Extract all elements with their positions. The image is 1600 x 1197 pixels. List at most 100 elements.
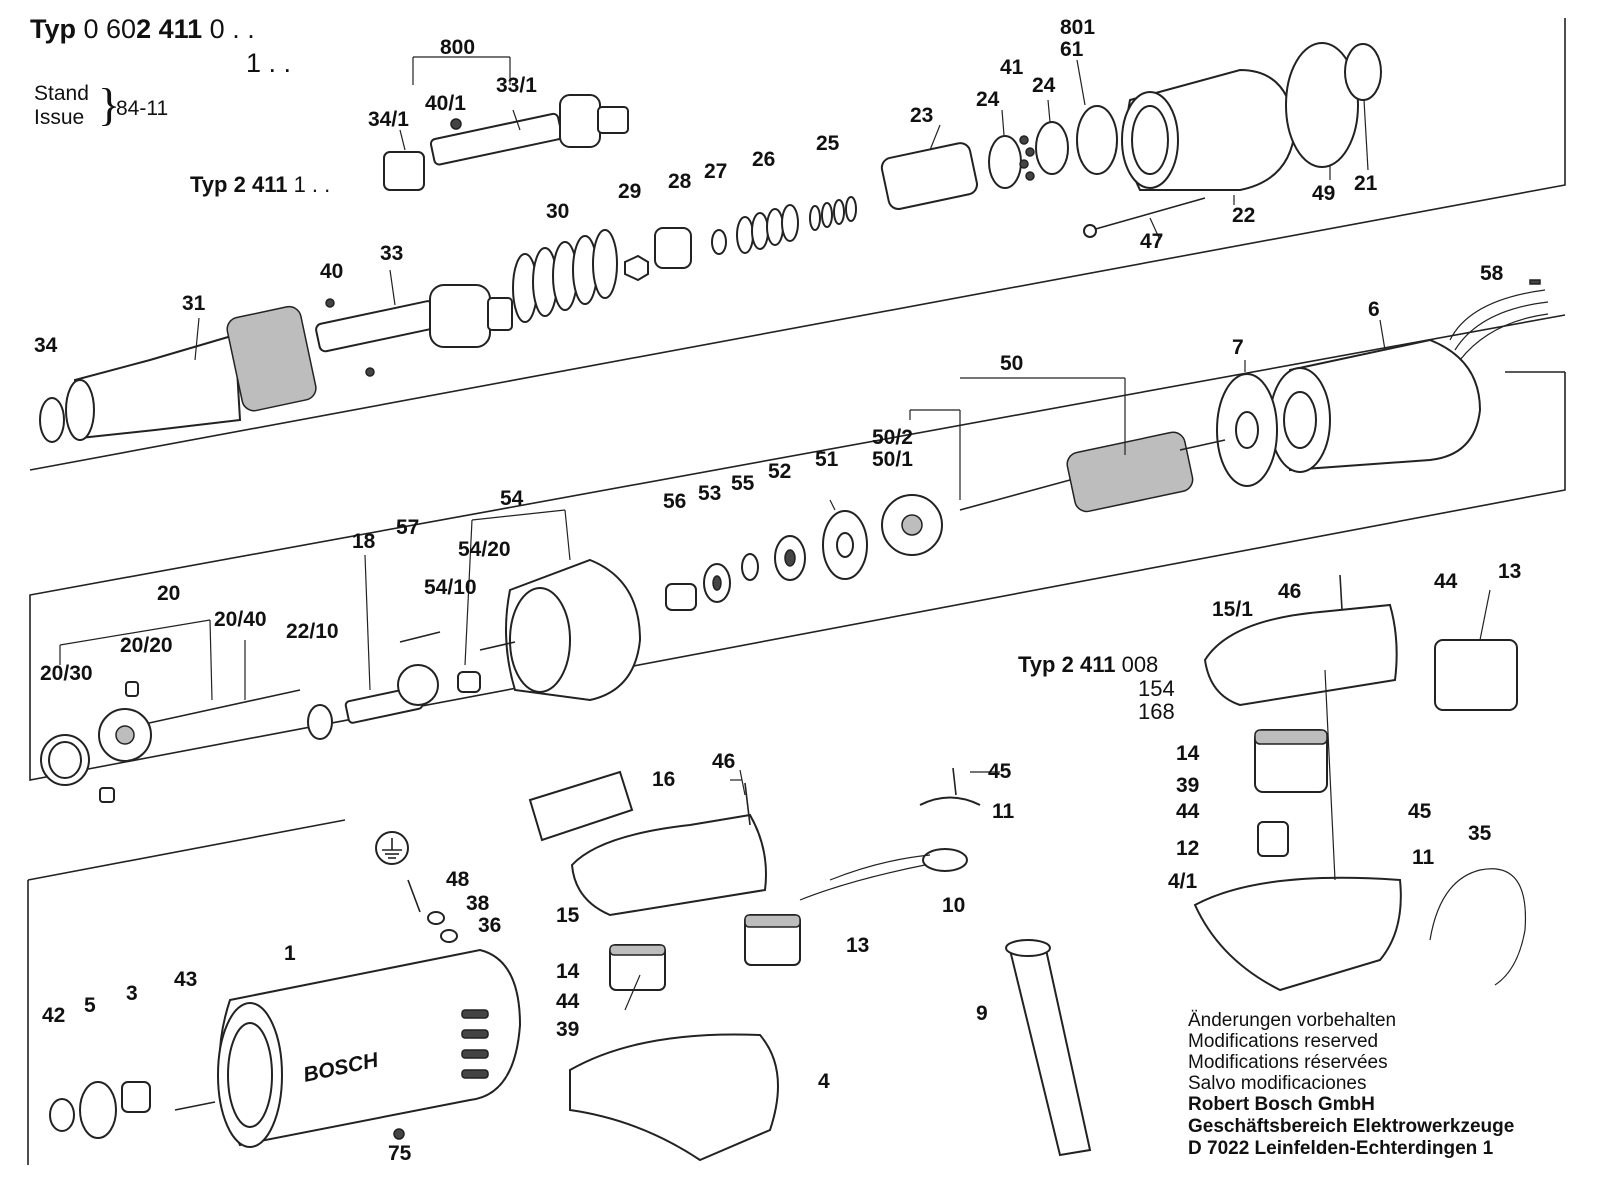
part-armature-50 [1066,431,1194,513]
part-number-label: 75 [388,1142,412,1165]
part-22-10 [307,704,333,740]
part-ring-34 [39,397,65,443]
ground-symbol [375,831,409,865]
part-vent-slots [461,1009,489,1079]
part-ring-24b [1035,121,1069,175]
part-pin-54-20 [479,641,516,651]
part-number-label: 20/40 [214,608,267,631]
part-sleeve-34-1 [383,151,425,191]
part-number-label: 31 [182,292,206,315]
part-number-label: 13 [846,934,869,957]
part-fan-50-1 [881,494,943,556]
part-number-label: 34/1 [368,108,409,131]
part-number-label: 52 [768,460,791,483]
part-spring-26 [736,204,799,254]
part-number-label: 41 [1000,56,1024,79]
part-number-label: 49 [1312,182,1335,205]
part-number-label: 24 [1032,74,1056,97]
part-56 [665,583,697,611]
part-wire-35 [1429,868,1527,986]
row4-parts: BOSCH [49,767,1092,1162]
part-number-label: 28 [668,170,692,193]
header-type-number: Typ 0 602 411 0 . . [30,14,255,44]
part-sleeve-31 [73,333,242,440]
part-switch-13-variant [1434,639,1518,711]
part-number-label: 20 [157,582,180,605]
company-line: Geschäftsbereich Elektrowerkzeuge [1188,1116,1515,1137]
part-ring-21 [1344,43,1382,101]
part-screw-48 [407,879,421,913]
part-number-label: 58 [1480,262,1504,285]
part-number-label: 15 [556,904,580,927]
header-stand-issue: Stand Issue [34,82,89,130]
part-number-label: 54/20 [458,538,511,561]
part-number-label: 43 [174,968,197,991]
part-number-label: 30 [546,200,569,223]
part-nut-29 [624,254,649,282]
part-clamp-11 [919,796,981,806]
part-number-label: 34 [34,334,58,357]
part-housing-4-1 [1193,876,1402,992]
part-number-label: 42 [42,1004,65,1027]
part-number-label: 44 [1434,570,1458,593]
part-number-label: 23 [910,104,933,127]
part-number-label: 29 [618,180,641,203]
part-number-label: 16 [652,768,675,791]
part-number-label: 9 [976,1002,988,1025]
part-screw-45 [952,767,957,796]
part-number-label: 39 [1176,774,1199,797]
part-labels: 80033/140/134/18016141242423214922473029… [34,16,1521,1165]
notes-block: Änderungen vorbehalten Modifications res… [1188,1010,1514,1160]
note-line: Salvo modificaciones [1188,1073,1367,1094]
frame-lines [27,18,1566,1165]
part-number-label: 44 [556,990,580,1013]
part-number-label: 10 [942,894,965,917]
part-washer-36 [440,929,458,943]
part-screw-43 [174,1101,216,1111]
part-side-handle-9 [1008,943,1092,1157]
variant-008-parts [1193,574,1527,992]
part-spindle-33-1 [429,112,563,166]
part-stator-6 [1289,338,1482,472]
part-12 [1257,821,1289,857]
header-type-variant: 1 . . [246,48,292,78]
part-number-label: 11 [992,800,1015,823]
part-number-label: 11 [1412,846,1435,869]
part-54-10 [457,671,481,693]
row2-parts [39,196,1549,443]
part-number-label: 50 [1000,352,1023,375]
company-line: Robert Bosch GmbH [1188,1094,1375,1115]
part-handle-4 [569,1033,779,1162]
part-number-label: 33 [380,242,403,265]
part-number-label: 46 [712,750,735,773]
note-line: Änderungen vorbehalten [1188,1010,1397,1031]
header-date: 84-11 [116,97,169,120]
subtype-variant-168: 168 [1138,699,1175,724]
part-spindle-33 [315,300,439,353]
part-number-label: 48 [446,868,470,891]
part-ring-61 [1076,105,1118,175]
part-number-label: 39 [556,1018,579,1041]
part-number-label: 44 [1176,800,1200,823]
part-number-label: 50/1 [872,448,913,471]
part-number-label: 40/1 [425,92,466,115]
part-number-label: 54/10 [424,576,477,599]
part-number-label: 14 [1176,742,1200,765]
part-3 [121,1081,151,1113]
part-number-label: 6 [1368,298,1380,321]
part-number-label: 12 [1176,837,1199,860]
part-number-label: 801 [1060,16,1095,39]
part-washer-27 [711,229,727,255]
part-42 [49,1098,75,1132]
part-number-label: 47 [1140,230,1163,253]
part-number-label: 56 [663,490,686,513]
part-number-label: 18 [352,530,376,553]
part-label-plate-16 [528,770,634,842]
part-spindle-33-head [429,284,491,348]
part-number-label: 13 [1498,560,1521,583]
part-number-label: 20/20 [120,634,173,657]
part-number-label: 54 [500,487,524,510]
part-number-label: 57 [396,516,419,539]
part-number-label: 35 [1468,822,1492,845]
